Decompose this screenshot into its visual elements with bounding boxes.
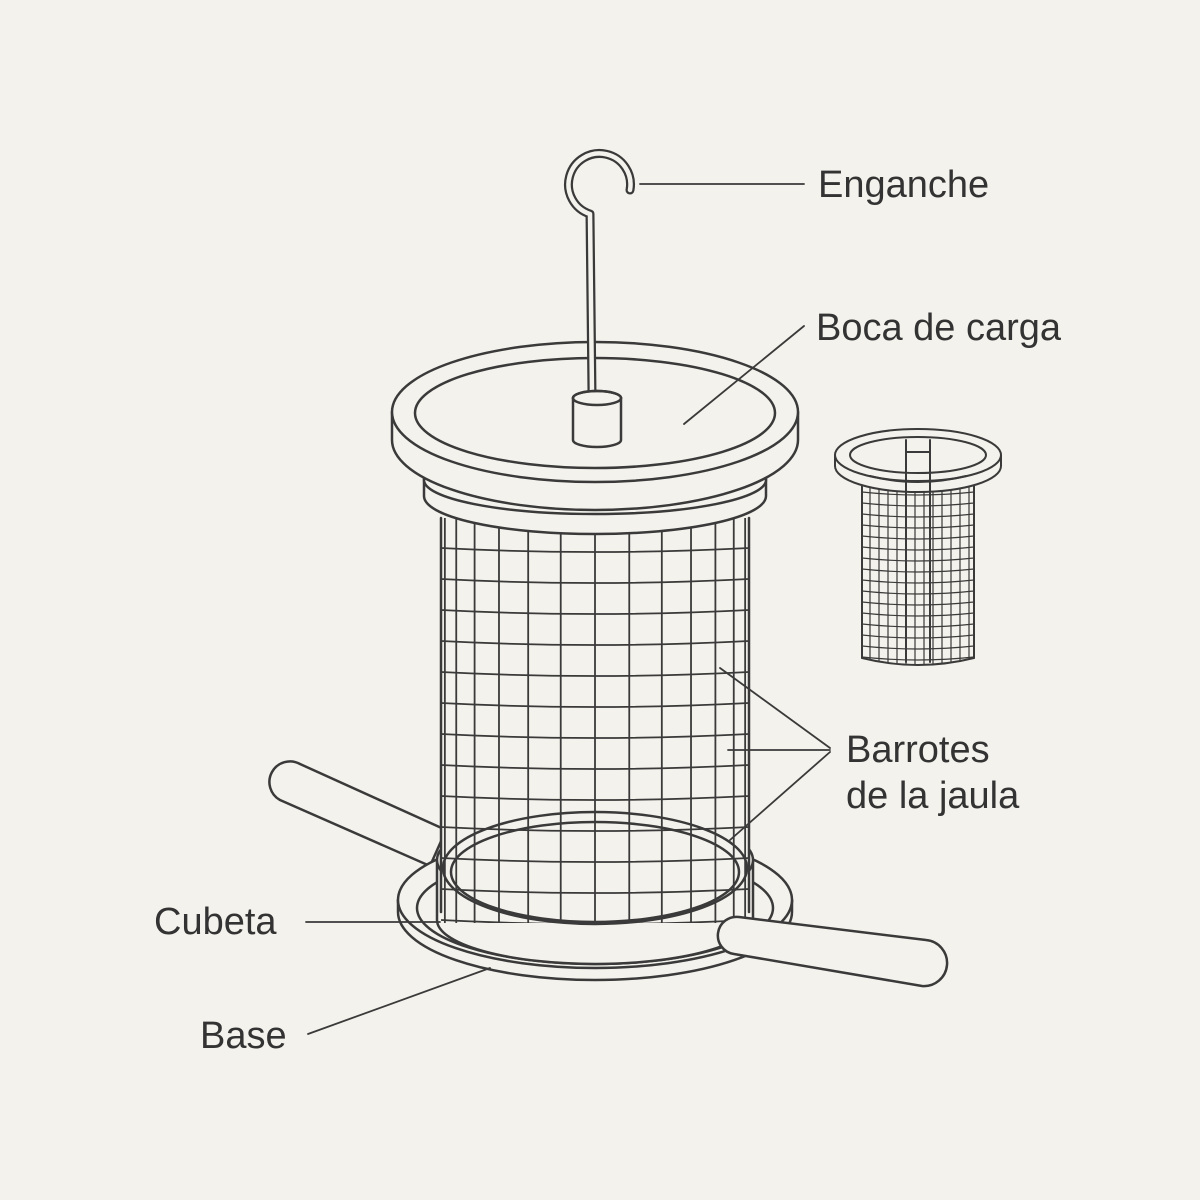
cage-horizontal-bar (441, 764, 749, 770)
leader-mouth (683, 325, 805, 425)
inset-horizontal-bar (862, 535, 974, 540)
cage-horizontal-bar (441, 671, 749, 677)
inset-horizontal-bar (862, 579, 974, 584)
cage-horizontal-bar (441, 547, 749, 553)
label-base: Base (200, 1015, 287, 1057)
inset-horizontal-bar (862, 513, 974, 518)
leader-bars-a (719, 667, 831, 749)
inset-horizontal-bar (862, 502, 974, 507)
leader-base (307, 967, 491, 1035)
label-tray: Cubeta (154, 901, 277, 943)
cage-horizontal-bar (441, 702, 749, 708)
cage-horizontal-bar (441, 826, 749, 832)
cage-bars (439, 516, 751, 926)
inset-horizontal-bar (862, 634, 974, 639)
inset-horizontal-bar (862, 656, 974, 661)
label-loading-mouth: Boca de carga (816, 307, 1062, 349)
cage-horizontal-bar (441, 857, 749, 863)
cage-horizontal-bar (441, 888, 749, 894)
inset-horizontal-bar (862, 668, 974, 671)
cage-horizontal-bar (441, 795, 749, 801)
hook (564, 149, 635, 449)
labels: Enganche Boca de carga Barrotes de la ja… (154, 164, 1062, 1057)
perch-left (268, 760, 448, 868)
cage-horizontal-bar (441, 578, 749, 584)
inset-horizontal-bar (862, 623, 974, 628)
perch-right (716, 915, 949, 988)
cage-horizontal-bar (441, 640, 749, 646)
label-hook: Enganche (818, 164, 989, 206)
inset-horizontal-bar (862, 590, 974, 595)
inset-horizontal-bar (862, 546, 974, 551)
inset-horizontal-bar (862, 601, 974, 606)
cage-horizontal-bar (441, 733, 749, 739)
cage-horizontal-bar (441, 919, 749, 923)
inset-horizontal-bar (862, 612, 974, 617)
inset-horizontal-bar (862, 491, 974, 496)
cutaway-inset (834, 428, 1002, 671)
inset-horizontal-bar (862, 568, 974, 573)
label-cage-bars-line1: Barrotes (846, 729, 990, 771)
inset-horizontal-bar (862, 524, 974, 529)
inset-horizontal-bar (862, 557, 974, 562)
cage-horizontal-bar (441, 609, 749, 615)
label-cage-bars-line2: de la jaula (846, 775, 1020, 817)
inset-horizontal-bar (862, 645, 974, 650)
leader-lines (305, 183, 831, 1035)
leader-bars-c (729, 751, 831, 841)
